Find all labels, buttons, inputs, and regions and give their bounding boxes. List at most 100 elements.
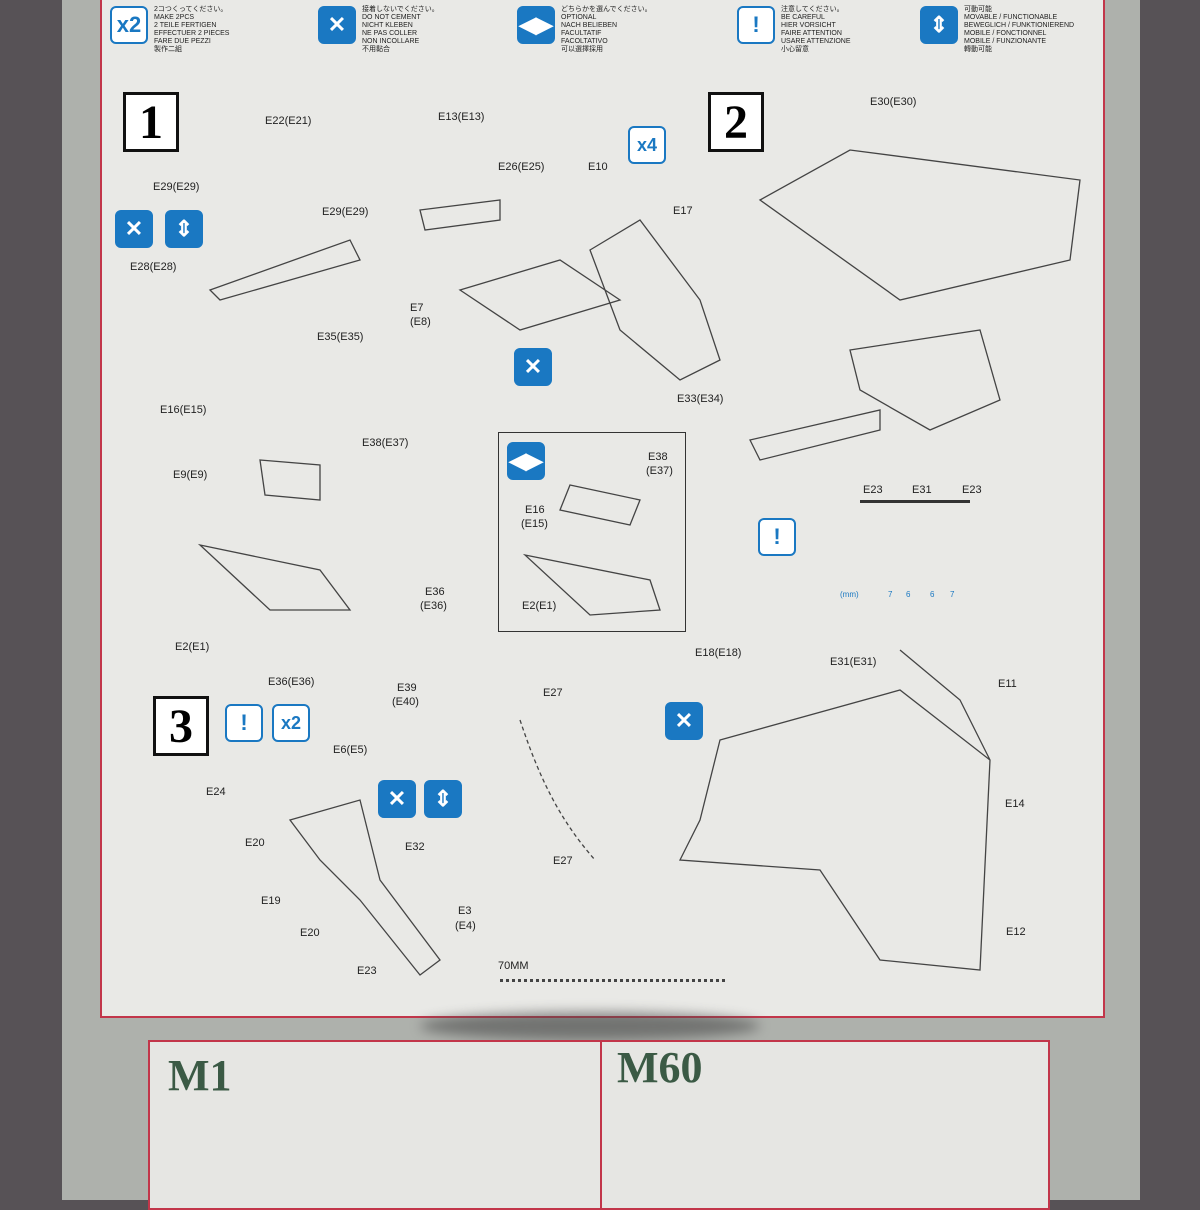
legend-line: 可動可能 (964, 6, 992, 13)
legend-line: MAKE 2pcs (154, 14, 195, 21)
part-label: 7 (950, 590, 955, 599)
part-label: E23 (357, 965, 377, 977)
model-title-m1: M1 (168, 1051, 232, 1100)
legend-line: NE PAS COLLER (362, 30, 418, 37)
rod-drawing (288, 799, 441, 976)
part-label: E32 (405, 841, 425, 853)
do-not-cement-icon: ✕ (514, 348, 552, 386)
part-label: E38 (648, 451, 668, 463)
part-label: E30(E30) (870, 96, 917, 108)
part-label: E20 (300, 927, 320, 939)
frame-drawing (589, 219, 721, 381)
part-label: E31 (912, 484, 932, 496)
legend-line: MOBILE / FONCTIONNEL (964, 30, 1047, 37)
legend-line: 接着しないでください。 (362, 6, 439, 13)
shadow (420, 1012, 760, 1040)
dimension-diagram (860, 500, 970, 553)
assembly-drawing (749, 149, 1081, 461)
optional-parts-box (498, 432, 686, 632)
part-label: E22(E21) (265, 115, 312, 127)
movable-icon: ⇕ (165, 210, 203, 248)
part-label: (E36) (420, 600, 447, 612)
do-not-cement-icon: ✕ (318, 6, 356, 44)
part-label: E36 (425, 586, 445, 598)
part-label: E39 (397, 682, 417, 694)
part-label: E27 (553, 855, 573, 867)
legend-line: NACH BELIEBEN (561, 22, 618, 29)
legend-line: BE CAREFUL (781, 14, 825, 21)
part-label: E31(E31) (830, 656, 877, 668)
part-label: E3 (458, 905, 472, 917)
part-label: 70MM (498, 960, 529, 972)
part-label: E23 (962, 484, 982, 496)
final-assembly-drawing (678, 649, 991, 971)
part-label: E10 (588, 161, 608, 173)
legend-line: 製作二組 (154, 46, 182, 53)
chain-scale (500, 979, 725, 982)
assembly-panel (100, 0, 1105, 1018)
legend-line: MOVABLE / FUNCTIONABLE (964, 14, 1058, 21)
chain-drawing (519, 719, 596, 861)
legend-line: 2コつくってください。 (154, 6, 228, 13)
part-label: E17 (673, 205, 693, 217)
part-label: E24 (206, 786, 226, 798)
part-label: E19 (261, 895, 281, 907)
part-label: E23 (863, 484, 883, 496)
legend-line: NICHT KLEBEN (362, 22, 413, 29)
part-label: 7 (888, 590, 893, 599)
do-not-cement-icon: ✕ (378, 780, 416, 818)
part-label: E2(E1) (522, 600, 557, 612)
part-label: (mm) (840, 590, 859, 599)
legend-line: 不用黏合 (362, 46, 390, 53)
part-label: E33(E34) (677, 393, 724, 405)
part-label: E6(E5) (333, 744, 368, 756)
part-label: E14 (1005, 798, 1025, 810)
lower-panel (148, 1040, 1050, 1210)
part-label: (E4) (455, 920, 476, 932)
part-label: E9(E9) (173, 469, 208, 481)
be-careful-icon: ! (737, 6, 775, 44)
legend-line: MOBILE / FUNZIONANTE (964, 38, 1047, 45)
part-label: E29(E29) (153, 181, 200, 193)
part-label: E29(E29) (322, 206, 369, 218)
part-label: (E15) (521, 518, 548, 530)
part-label: E11 (998, 678, 1017, 690)
make-four-icon: x4 (628, 126, 666, 164)
part-label: E28(E28) (130, 261, 177, 273)
legend-text: 2コつくってください。MAKE 2pcs2 TEILE FERTIGENEFFE… (154, 6, 229, 54)
part-label: E12 (1006, 926, 1026, 938)
make-two-icon: x2 (272, 704, 310, 742)
part-label: E18(E18) (695, 647, 742, 659)
legend-line: NON INCOLLARE (362, 38, 420, 45)
movable-icon: ⇕ (920, 6, 958, 44)
legend-line: BEWEGLICH / FUNKTIONIEREND (964, 22, 1075, 29)
part-label: E16(E15) (160, 404, 207, 416)
part-label: E35(E35) (317, 331, 364, 343)
be-careful-icon: ! (758, 518, 796, 556)
movable-icon: ⇕ (424, 780, 462, 818)
legend-line: OPTIONAL (561, 14, 597, 21)
part-label: E13(E13) (438, 111, 485, 123)
step-number-3: 3 (153, 696, 209, 756)
legend-line: EFFECTUER 2 PIECES (154, 30, 230, 37)
model-title-m60: M60 (617, 1043, 703, 1092)
part-label: (E8) (410, 316, 431, 328)
optional-icon: ◀▶ (507, 442, 545, 480)
part-label: 6 (930, 590, 935, 599)
make-two-icon: x2 (110, 6, 148, 44)
step-number-2: 2 (708, 92, 764, 152)
skid-drawing (208, 239, 361, 301)
legend-line: 小心留意 (781, 46, 809, 53)
blade-drawing (197, 459, 352, 611)
legend-line: HIER VORSICHT (781, 22, 836, 29)
part-label: E2(E1) (175, 641, 210, 653)
optional-icon: ◀▶ (517, 6, 555, 44)
be-careful-icon: ! (225, 704, 263, 742)
